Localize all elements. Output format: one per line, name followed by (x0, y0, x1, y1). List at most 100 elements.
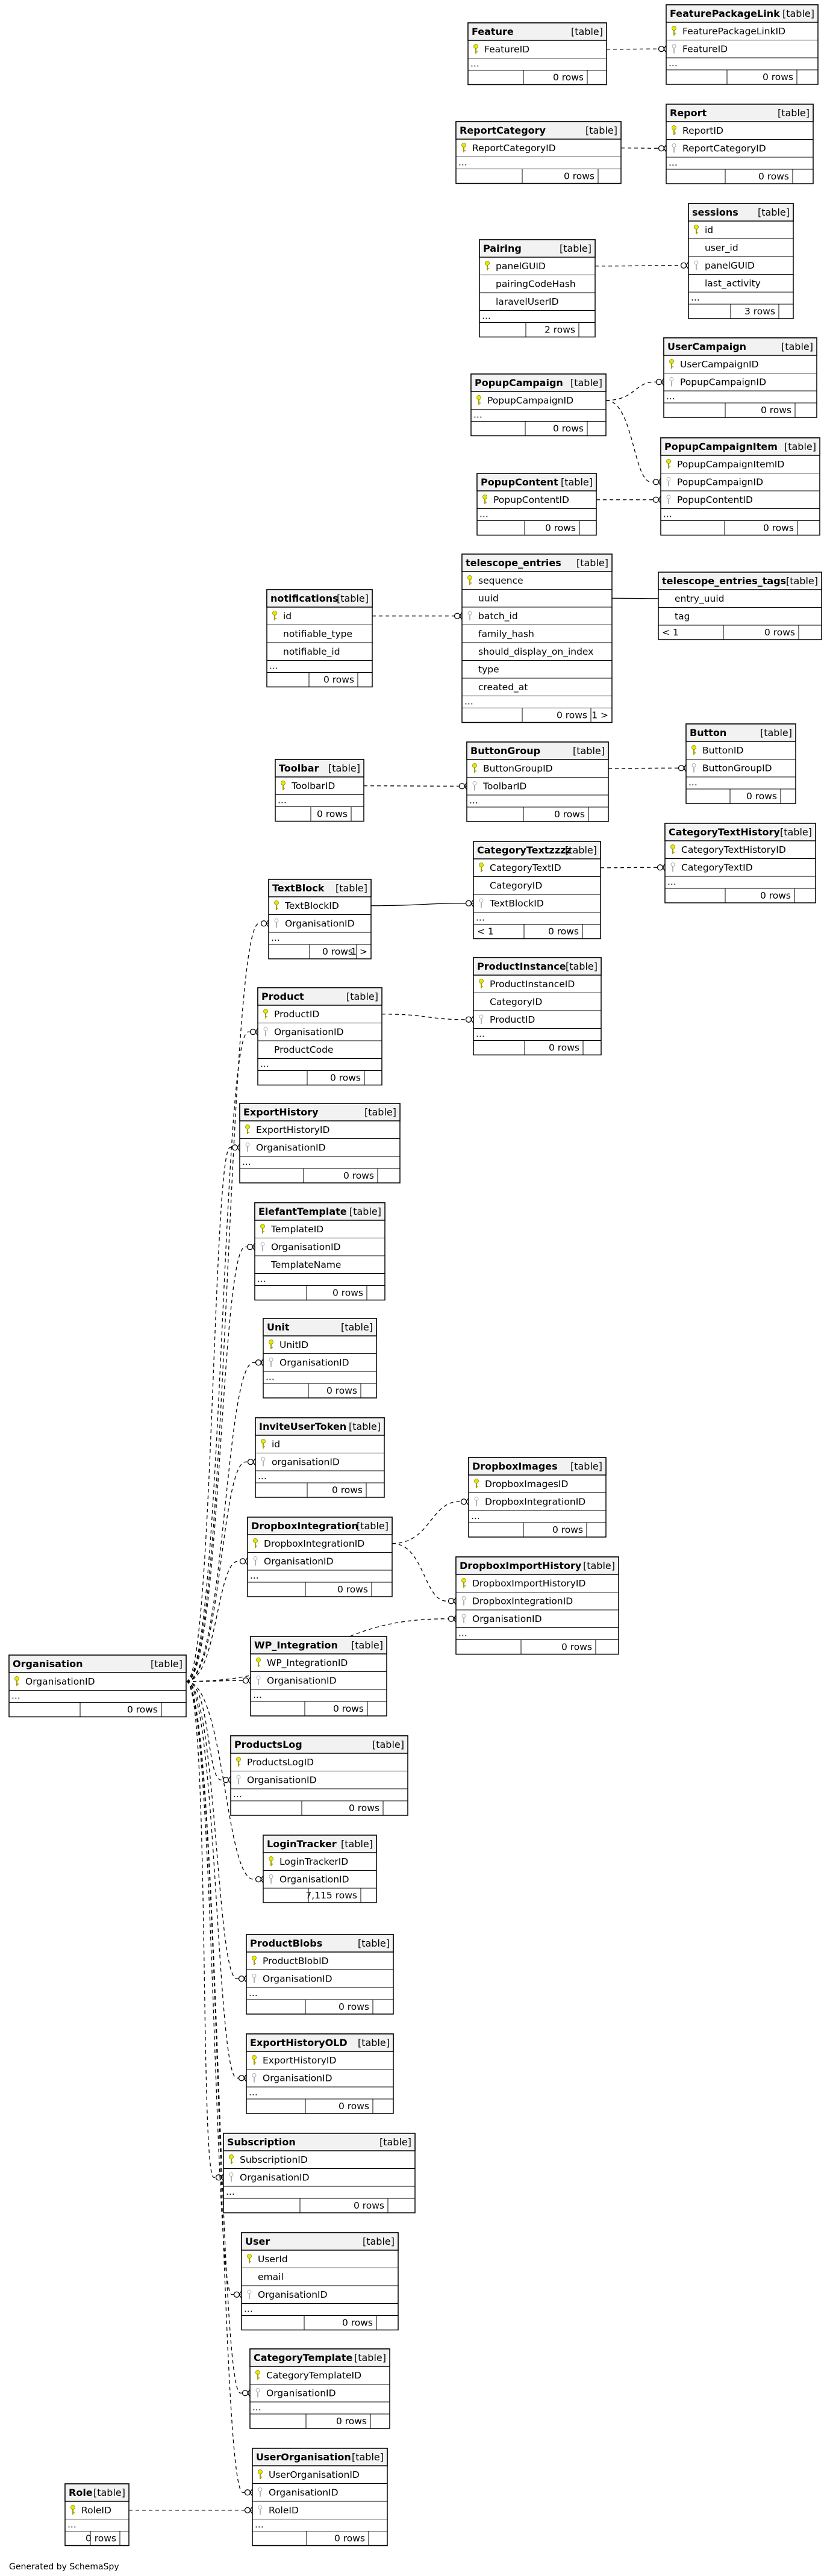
table-header (664, 823, 816, 841)
column-ProductBlobID: ProductBlobID (263, 1956, 329, 1966)
relation-DropboxIntegration-DropboxImages (392, 1501, 469, 1544)
table-ElefantTemplate[interactable]: ElefantTemplate[table]TemplateIDOrganisa… (254, 1202, 385, 1301)
foreign-key-icon (258, 2505, 263, 2515)
table-tag: [table] (151, 1658, 183, 1670)
table-FeaturePackageLink[interactable]: FeaturePackageLink[table]FeaturePackageL… (666, 4, 819, 85)
column-PopupCampaignID: PopupCampaignID (680, 377, 766, 388)
relation-end-marker (657, 864, 664, 871)
primary-key-icon (472, 763, 477, 773)
column-TextBlockID: TextBlockID (284, 900, 339, 911)
table-Toolbar[interactable]: Toolbar[table]ToolbarID...0 rows (275, 759, 364, 822)
foreign-key-icon (691, 763, 696, 773)
table-ButtonGroup[interactable]: ButtonGroup[table]ButtonGroupIDToolbarID… (466, 741, 609, 822)
table-CategoryTextzzzz[interactable]: CategoryTextzzzz[table]CategoryTextIDCat… (473, 841, 601, 940)
row-count: 0 rows (86, 2533, 116, 2544)
table-DropboxImportHistory[interactable]: DropboxImportHistory[table]DropboxImport… (455, 1556, 619, 1655)
column-uuid: uuid (478, 593, 499, 604)
foreign-key-icon (236, 1775, 241, 1785)
table-tag: [table] (780, 826, 812, 838)
table-Pairing[interactable]: Pairing[table]panelGUIDpairingCodeHashla… (479, 239, 596, 338)
table-tag: [table] (328, 763, 360, 774)
table-tag: [table] (565, 844, 597, 856)
table-tag: [table] (782, 8, 814, 19)
more-columns-ellipsis: ... (250, 1570, 259, 1581)
relation-Organisation-ProductBlobs (186, 1681, 246, 1979)
table-Feature[interactable]: Feature[table]FeatureID...0 rows (467, 22, 607, 86)
row-count: 0 rows (330, 1073, 361, 1084)
table-DropboxIntegration[interactable]: DropboxIntegration[table]DropboxIntegrat… (247, 1517, 393, 1597)
row-count: 0 rows (127, 1704, 158, 1715)
table-notifications[interactable]: notifications[table]idnotifiable_typenot… (266, 589, 373, 688)
table-header (466, 741, 609, 760)
row-count: 7,115 rows (305, 1890, 357, 1901)
foreign-key-icon (269, 1874, 273, 1884)
table-Subscription[interactable]: Subscription[table]SubscriptionIDOrganis… (223, 2133, 416, 2213)
row-count: 0 rows (326, 1385, 357, 1396)
table-InviteUserToken[interactable]: InviteUserToken[table]idorganisationID..… (255, 1417, 385, 1498)
column-FeatureID: FeatureID (484, 44, 529, 55)
primary-key-icon (479, 862, 484, 872)
table-tag: [table] (341, 1321, 373, 1333)
relation-PopupCampaign-UserCampaign (605, 381, 664, 401)
column-PopupContentID: PopupContentID (493, 494, 569, 505)
table-PopupCampaignItem[interactable]: PopupCampaignItem[table]PopupCampaignIte… (660, 437, 820, 536)
table-LoginTracker[interactable]: LoginTracker[table]LoginTrackerIDOrganis… (263, 1835, 377, 1903)
row-count: 2 rows (545, 325, 575, 335)
more-columns-ellipsis: ... (458, 1628, 467, 1639)
table-UserOrganisation[interactable]: UserOrganisation[table]UserOrganisationI… (252, 2448, 388, 2546)
column-OrganisationID: OrganisationID (264, 1556, 334, 1567)
table-CategoryTextHistory[interactable]: CategoryTextHistory[table]CategoryTextHi… (664, 823, 816, 903)
more-columns-ellipsis: ... (249, 2087, 258, 2098)
table-ExportHistoryOLD[interactable]: ExportHistoryOLD[table]ExportHistoryIDOr… (246, 2033, 394, 2114)
column-UserCampaignID: UserCampaignID (680, 359, 759, 370)
row-count: 0 rows (758, 171, 789, 182)
table-ReportCategory[interactable]: ReportCategory[table]ReportCategoryID...… (455, 121, 622, 184)
table-DropboxImages[interactable]: DropboxImages[table]DropboxImagesIDDropb… (468, 1457, 607, 1538)
relation-end-marker (655, 379, 663, 385)
table-telescope_entries_tags[interactable]: telescope_entries_tags[table]entry_uuidt… (658, 572, 822, 640)
relation-CategoryTextzzzz-CategoryTextHistory (600, 867, 665, 869)
table-sessions[interactable]: sessions[table]iduser_idpanelGUIDlast_ac… (688, 203, 794, 319)
row-count: 0 rows (337, 1584, 368, 1595)
table-User[interactable]: User[table]UserIdemailOrganisationID...0… (241, 2232, 399, 2331)
table-ExportHistory[interactable]: ExportHistory[table]ExportHistoryIDOrgan… (239, 1103, 401, 1184)
table-PopupCampaign[interactable]: PopupCampaign[table]PopupCampaignID...0 … (470, 373, 607, 437)
table-header (257, 987, 382, 1006)
table-Product[interactable]: Product[table]ProductIDOrganisationIDPro… (257, 987, 382, 1086)
table-header (268, 879, 372, 897)
foreign-key-icon (255, 2388, 260, 2398)
column-ExportHistoryID: ExportHistoryID (256, 1124, 329, 1135)
table-name: telescope_entries (466, 557, 561, 569)
primary-key-icon (461, 1578, 466, 1588)
table-header (479, 239, 596, 258)
table-ProductInstance[interactable]: ProductInstance[table]ProductInstanceIDC… (473, 957, 602, 1056)
column-sequence: sequence (478, 575, 523, 586)
foreign-key-icon (461, 1614, 466, 1623)
table-WP_Integration[interactable]: WP_Integration[table]WP_IntegrationIDOrg… (250, 1636, 387, 1717)
relation-end-marker (244, 2489, 251, 2496)
primary-key-icon (258, 2469, 263, 2479)
table-TextBlock[interactable]: TextBlock[table]TextBlockIDOrganisationI… (268, 879, 372, 959)
table-name: ProductBlobs (250, 1938, 322, 1949)
primary-key-icon (263, 1009, 268, 1018)
column-OrganisationID: OrganisationID (285, 918, 355, 929)
more-columns-ellipsis: ... (269, 661, 278, 672)
table-tag: [table] (349, 1206, 381, 1217)
table-telescope_entries[interactable]: telescope_entries[table]sequenceuuidbatc… (461, 554, 613, 723)
relation-end-marker (658, 145, 665, 152)
table-Organisation[interactable]: Organisation[table]OrganisationID...0 ro… (8, 1654, 187, 1718)
table-CategoryTemplate[interactable]: CategoryTemplate[table]CategoryTemplateI… (249, 2348, 390, 2429)
table-ProductsLog[interactable]: ProductsLog[table]ProductsLogIDOrganisat… (230, 1735, 408, 1816)
table-Report[interactable]: Report[table]ReportIDReportCategoryID...… (666, 104, 814, 184)
foreign-key-icon (666, 477, 671, 487)
table-PopupContent[interactable]: PopupContent[table]PopupContentID...0 ro… (476, 473, 597, 536)
table-UserCampaign[interactable]: UserCampaign[table]UserCampaignIDPopupCa… (663, 337, 817, 418)
table-Role[interactable]: Role[table]RoleID...0 rows (64, 2483, 130, 2546)
row-count: 0 rows (746, 791, 777, 802)
primary-key-icon (229, 2154, 234, 2164)
relation-count: 1 > (591, 710, 608, 721)
table-ProductBlobs[interactable]: ProductBlobs[table]ProductBlobIDOrganisa… (246, 1934, 394, 2015)
